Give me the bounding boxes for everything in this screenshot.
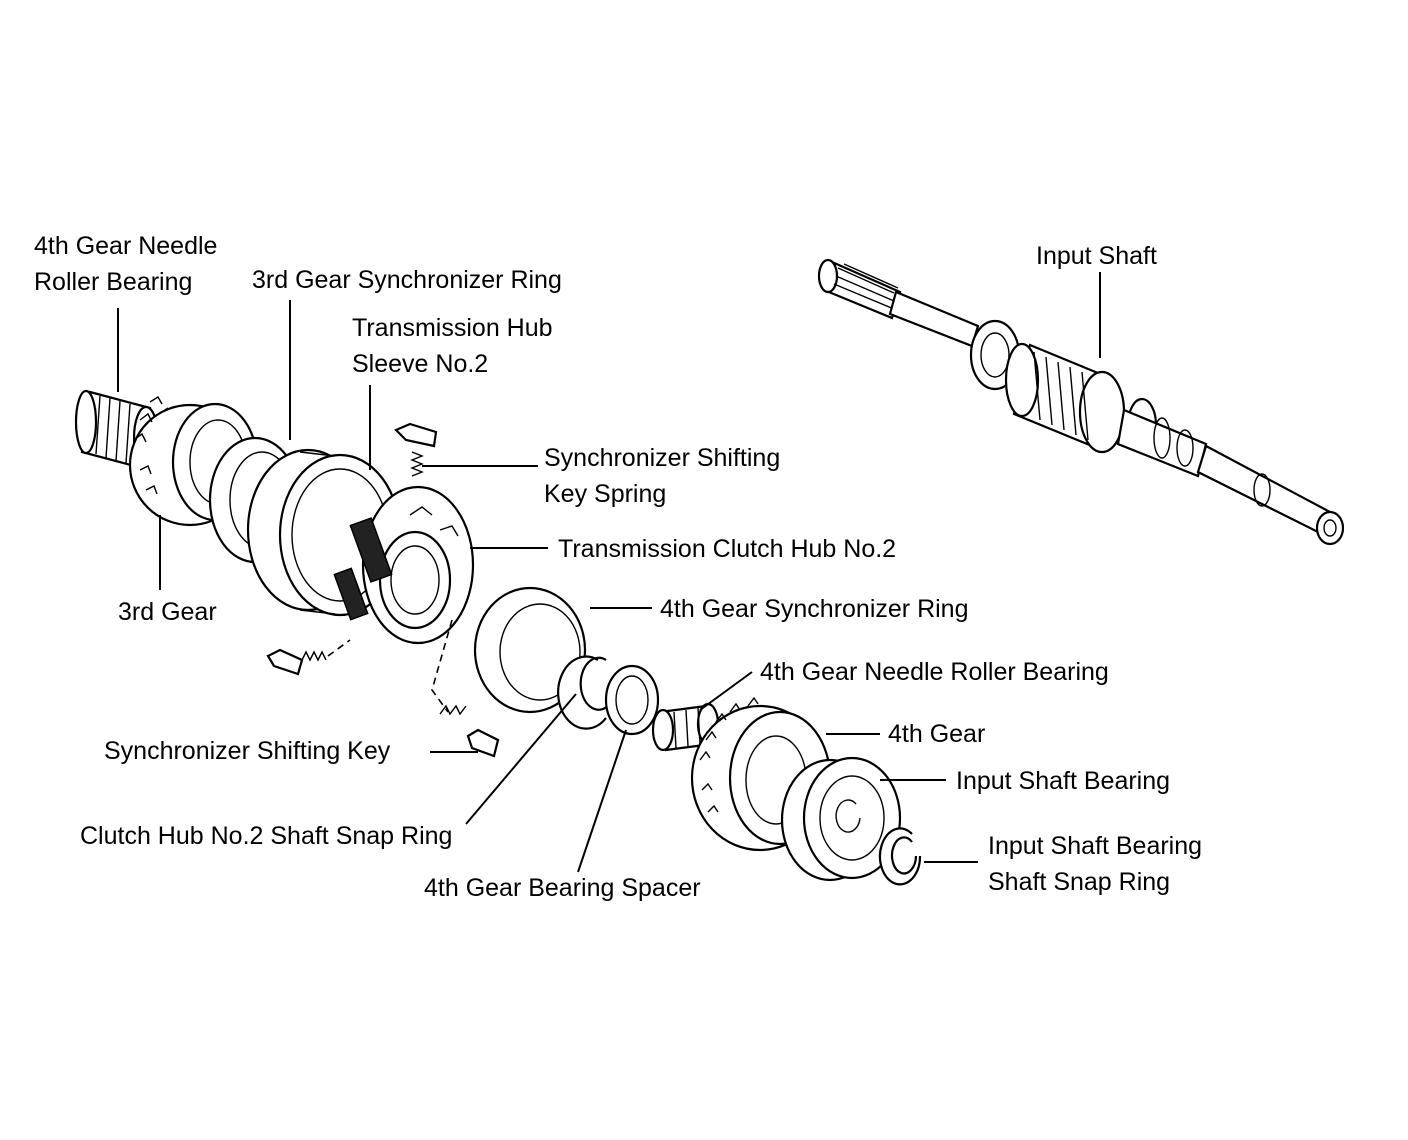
clutch-hub-snap-ring-drawing — [557, 655, 609, 730]
label-fourth-gear: 4th Gear — [888, 720, 985, 748]
needle-roller-bearing-drawing — [651, 702, 720, 752]
label-bearing-snap-ring-2: Shaft Snap Ring — [988, 868, 1170, 896]
label-fourth-gear-synchronizer-ring: 4th Gear Synchronizer Ring — [660, 595, 968, 623]
label-fourth-gear-needle-roller-bearing-top-2: Roller Bearing — [34, 268, 192, 296]
shifting-key-spring-top-drawing — [394, 422, 438, 477]
label-shifting-key-spring-1: Synchronizer Shifting — [544, 444, 780, 472]
label-fourth-gear-needle-roller-bearing-top-1: 4th Gear Needle — [34, 232, 217, 260]
input-shaft-drawing — [817, 258, 1345, 546]
input-shaft-bearing-drawing — [780, 756, 902, 882]
label-transmission-clutch-hub: Transmission Clutch Hub No.2 — [558, 535, 896, 563]
label-synchronizer-shifting-key: Synchronizer Shifting Key — [104, 737, 391, 765]
bearing-spacer-drawing — [604, 664, 660, 736]
label-transmission-hub-sleeve-2: Sleeve No.2 — [352, 350, 488, 378]
label-fourth-gear-needle-roller-bearing: 4th Gear Needle Roller Bearing — [760, 658, 1109, 686]
label-input-shaft-bearing: Input Shaft Bearing — [956, 767, 1170, 795]
shifting-key-drawing — [431, 619, 500, 758]
label-transmission-hub-sleeve-1: Transmission Hub — [352, 314, 553, 342]
clutch-hub-drawing — [333, 485, 475, 645]
label-shifting-key-spring-2: Key Spring — [544, 480, 666, 508]
label-input-shaft: Input Shaft — [1036, 242, 1157, 270]
leader-lines — [117, 272, 1101, 873]
label-bearing-snap-ring-1: Input Shaft Bearing — [988, 832, 1202, 860]
label-fourth-gear-bearing-spacer: 4th Gear Bearing Spacer — [424, 874, 701, 902]
shifting-key-bottom-drawing — [266, 639, 351, 676]
label-third-gear: 3rd Gear — [118, 598, 217, 626]
label-clutch-hub-snap-ring: Clutch Hub No.2 Shaft Snap Ring — [80, 822, 452, 850]
label-third-gear-synchronizer-ring: 3rd Gear Synchronizer Ring — [252, 266, 562, 294]
fourth-gear-synchronizer-ring-drawing — [473, 586, 587, 714]
bearing-snap-ring-drawing — [878, 827, 922, 886]
